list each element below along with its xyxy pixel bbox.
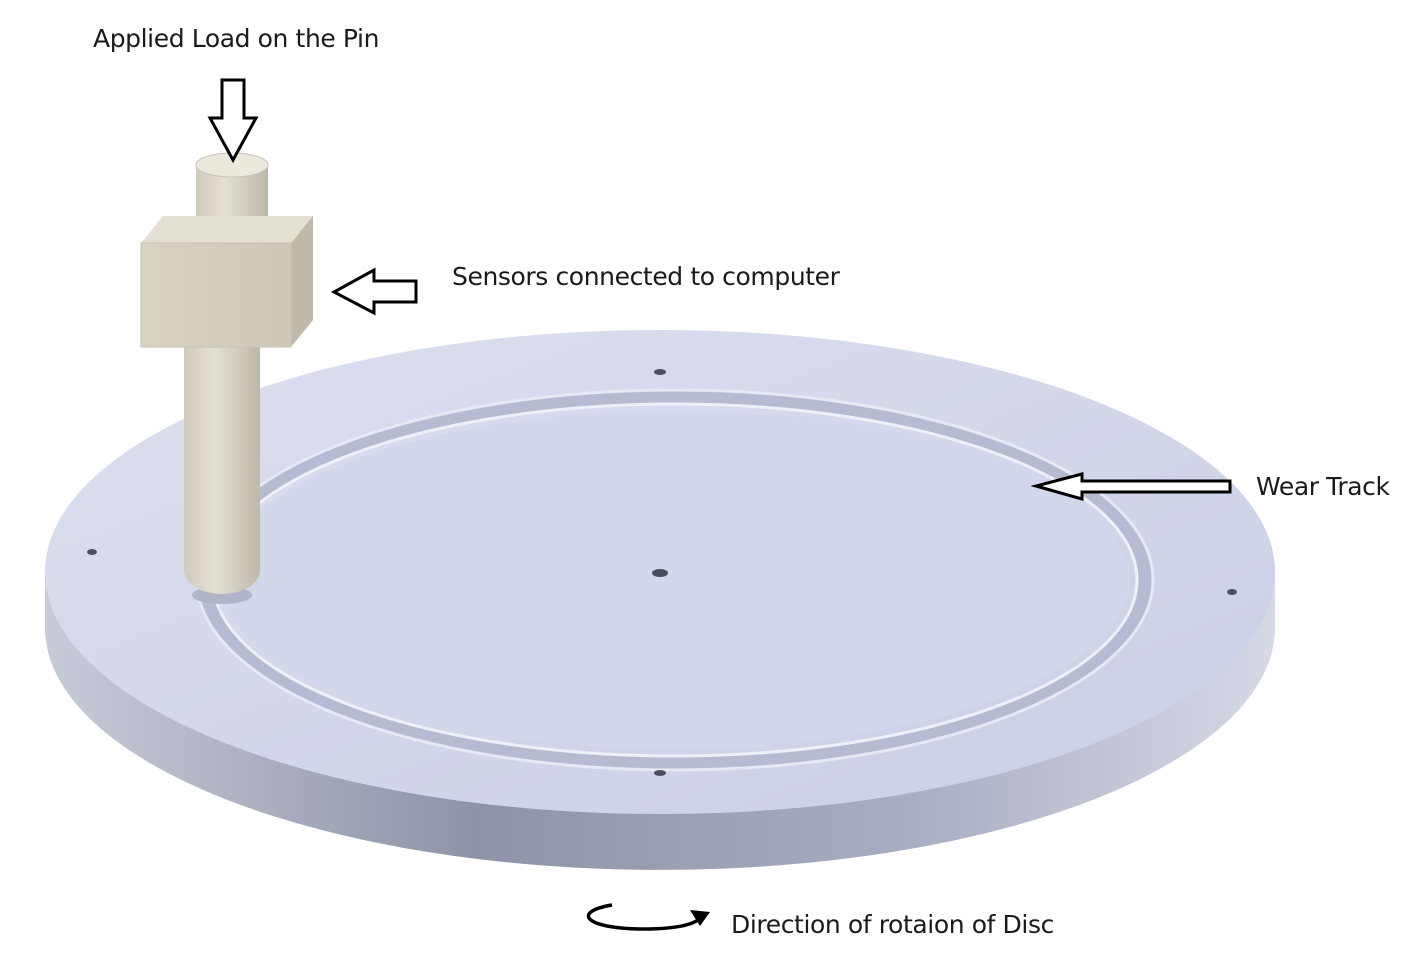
mounting-hole — [652, 569, 668, 577]
rotation-arrow-icon — [586, 903, 710, 931]
applied-load-label: Applied Load on the Pin — [93, 24, 380, 53]
rotation-direction-label: Direction of rotaion of Disc — [731, 910, 1054, 939]
sensors-label: Sensors connected to computer — [452, 262, 840, 291]
mounting-hole — [87, 549, 97, 555]
mounting-hole — [1227, 589, 1237, 595]
applied-load-arrow — [207, 78, 259, 164]
mounting-hole — [654, 770, 666, 776]
mounting-hole — [654, 369, 666, 375]
pin-assembly — [140, 152, 313, 604]
wear-track-arrow — [1030, 472, 1232, 501]
disc — [45, 330, 1275, 870]
sensor-block — [140, 216, 313, 348]
wear-track-label: Wear Track — [1256, 472, 1390, 501]
pin-shaft — [184, 330, 260, 594]
sensor-arrow — [330, 267, 418, 316]
